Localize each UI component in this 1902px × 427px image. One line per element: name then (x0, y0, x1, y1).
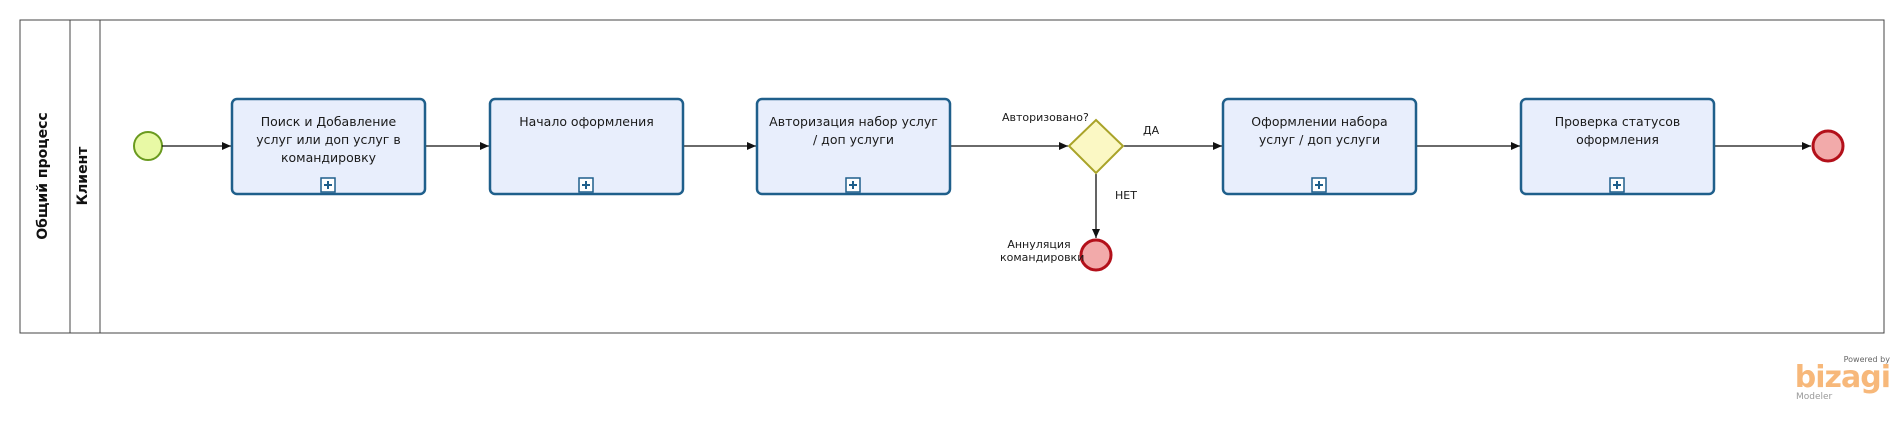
bizagi-logo: bizagi (1794, 360, 1891, 395)
gateway-label: Авторизовано? (1002, 111, 1089, 124)
end-event[interactable] (1811, 129, 1845, 163)
watermark-powered-text: Powered by (1843, 355, 1890, 364)
task-process-services[interactable] (1221, 97, 1418, 196)
task-check-status[interactable] (1519, 97, 1716, 196)
start-event[interactable] (133, 131, 163, 161)
end-event-cancel-label: Аннуляция командировки (1000, 238, 1085, 264)
end-event-cancel[interactable] (1079, 238, 1113, 272)
task-label-start-checkout: Начало оформления (519, 114, 654, 129)
lane-label: Клиент (75, 146, 91, 206)
pool-frame (19, 19, 1885, 334)
bizagi-watermark: Powered by bizagi Modeler (1790, 355, 1891, 402)
task-authorize-services[interactable] (755, 97, 952, 196)
task-label-authorize-services: Авторизация набор услуг / доп услуги (769, 114, 938, 147)
task-label-process-services: Оформлении набора услуг / доп услуги (1251, 114, 1388, 147)
task-search-add-services[interactable] (230, 97, 427, 196)
pool-label: Общий процесс (35, 112, 51, 240)
flow-yes-label: ДА (1143, 124, 1160, 137)
task-label-check-status: Проверка статусов оформления (1554, 114, 1681, 147)
exclusive-gateway[interactable] (1067, 118, 1125, 175)
task-label-search-add-services: Поиск и Добавление услуг или доп услуг в… (256, 114, 401, 165)
task-start-checkout[interactable] (488, 97, 685, 196)
flow-no-label: НЕТ (1115, 189, 1137, 202)
watermark-product-text: Modeler (1796, 392, 1833, 402)
